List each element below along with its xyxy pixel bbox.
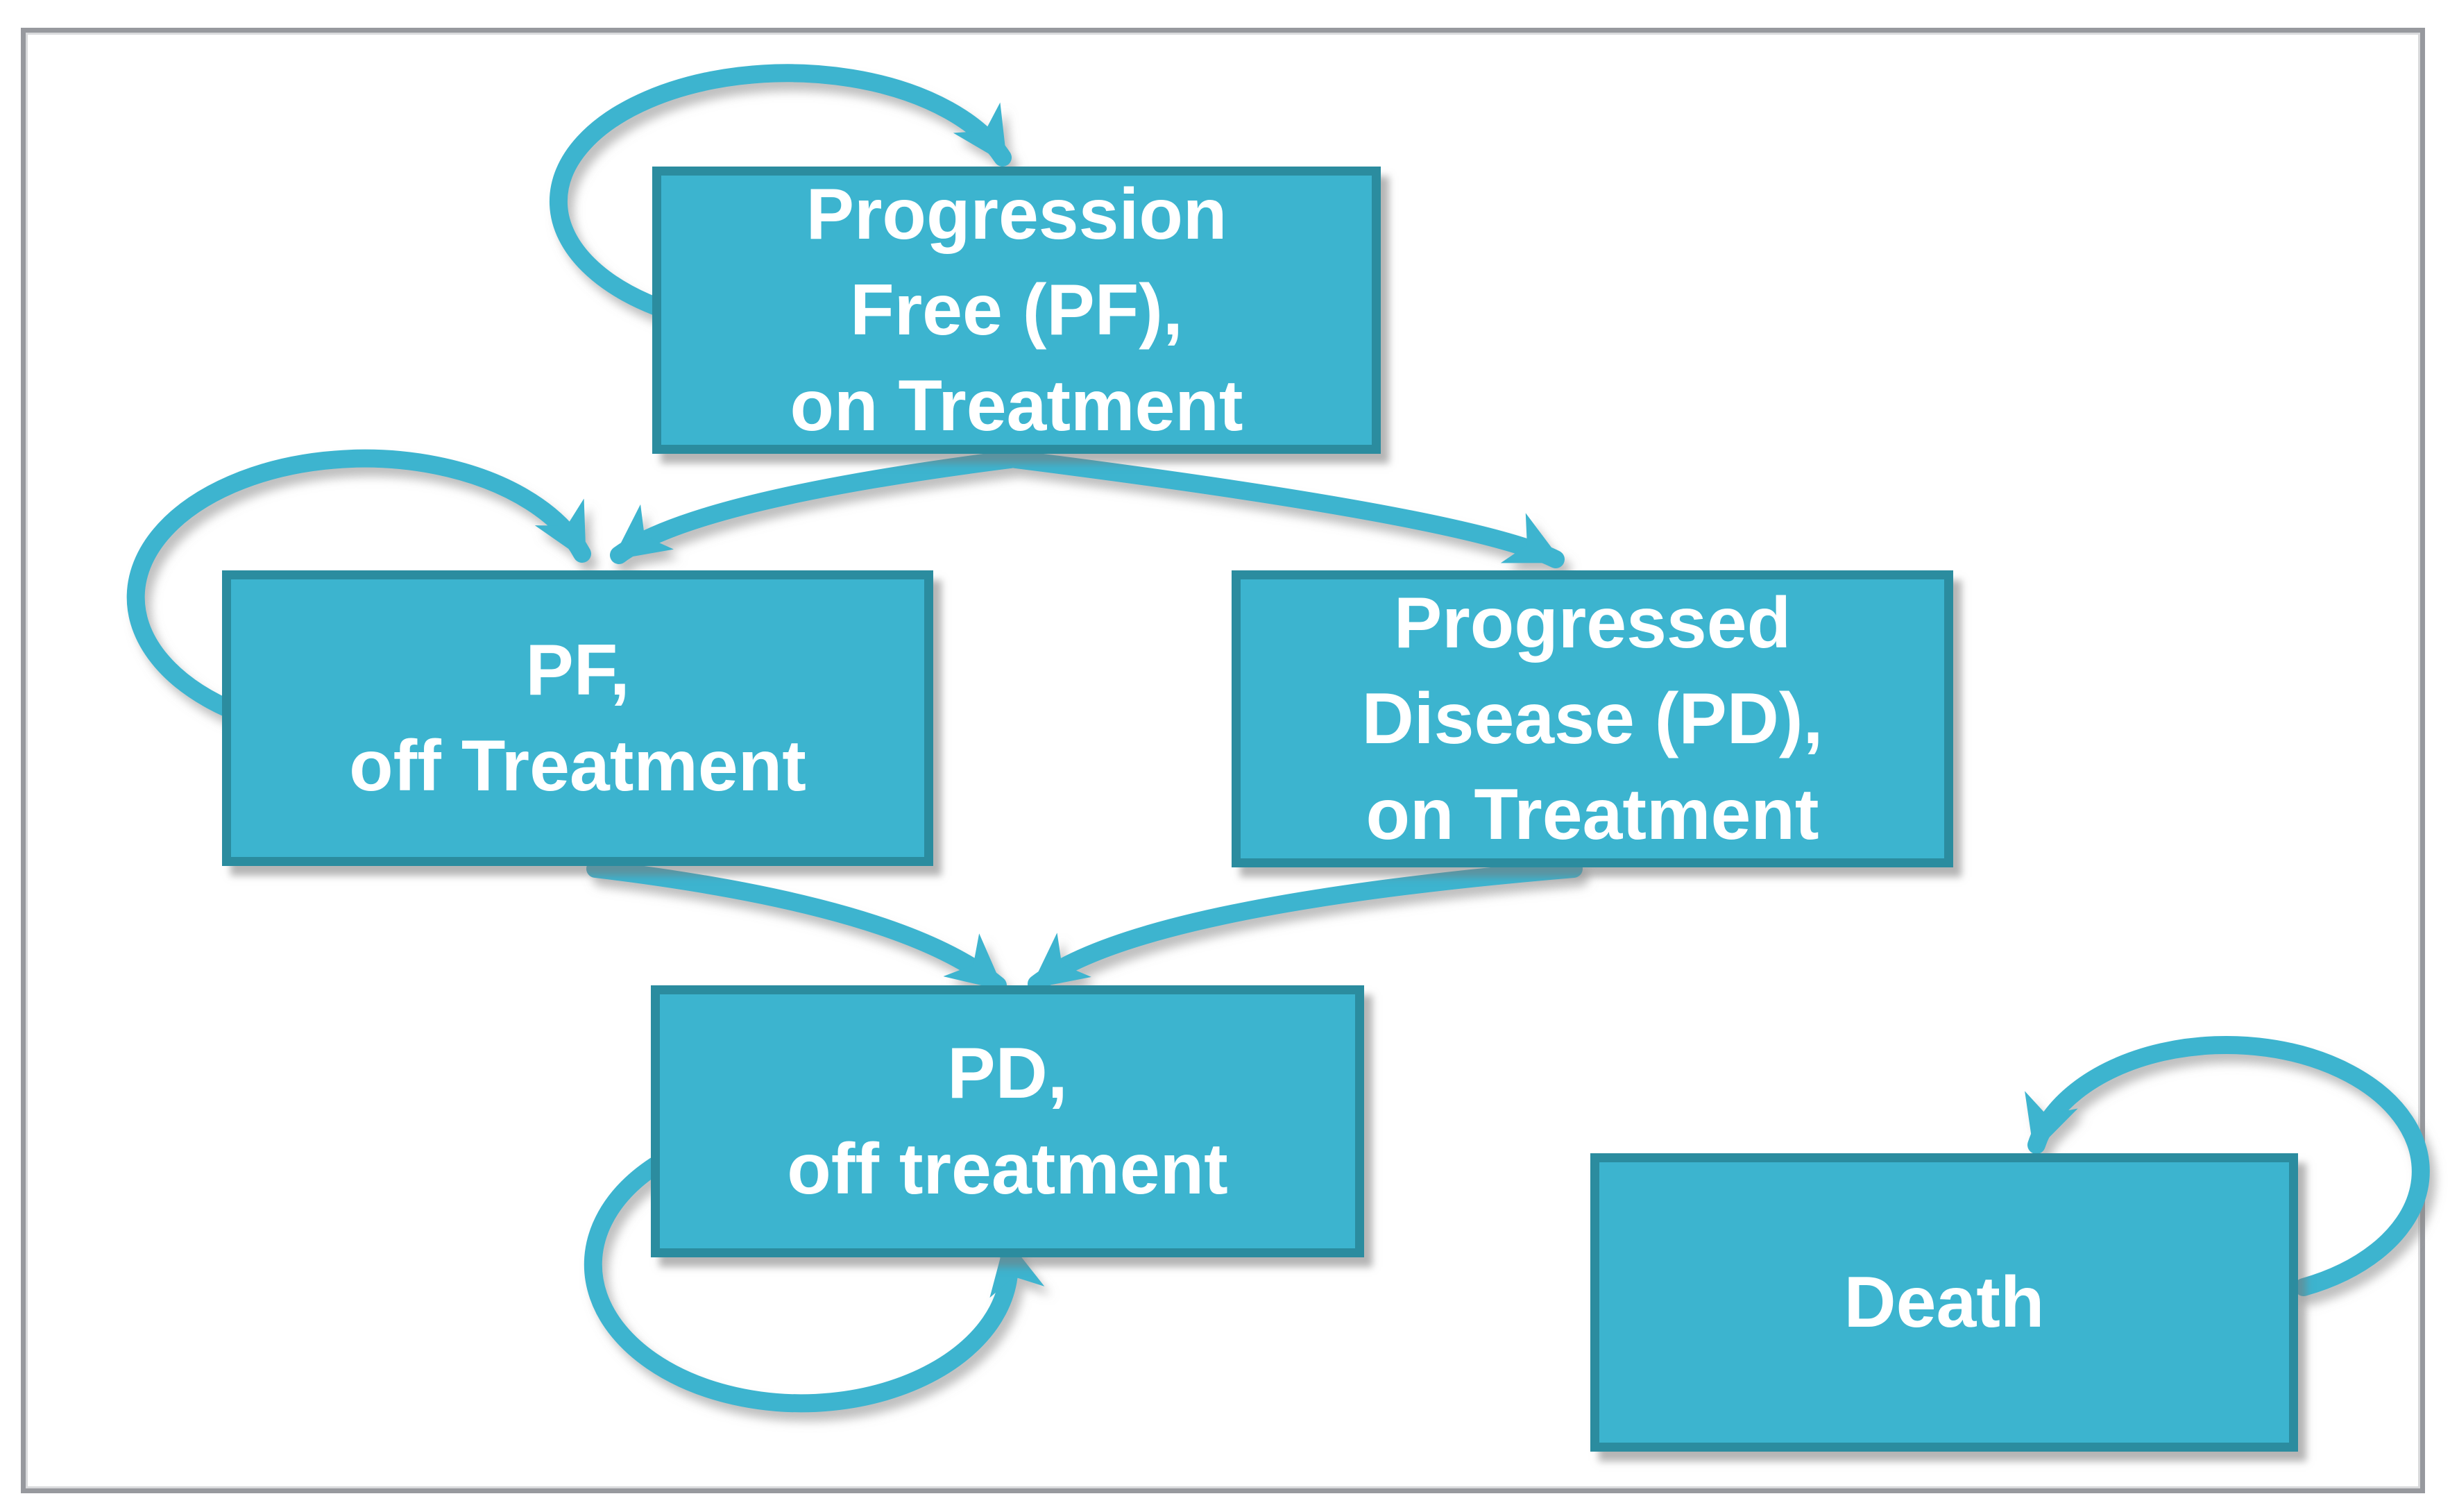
node-label-line: Free (PF), [850, 269, 1183, 350]
node-label: PD, off treatment [787, 1026, 1228, 1218]
node-label-line: on Treatment [1366, 774, 1819, 856]
node-label-line: PD, [947, 1033, 1068, 1114]
node-label: Progression Free (PF), on Treatment [790, 167, 1243, 455]
node-progressed-disease-on-treatment: Progressed Disease (PD), on Treatment [1232, 570, 1953, 867]
node-label-line: off treatment [787, 1129, 1228, 1209]
node-label-line: Death [1844, 1262, 2045, 1343]
node-pd-off-treatment: PD, off treatment [651, 985, 1364, 1257]
node-pf-off-treatment: PF, off Treatment [222, 570, 933, 866]
figure-border-frame [21, 28, 2425, 1493]
node-label-line: off Treatment [349, 726, 806, 806]
node-label: Death [1844, 1255, 2045, 1350]
node-label-line: Disease (PD), [1361, 678, 1823, 759]
node-label: PF, off Treatment [349, 622, 806, 815]
node-label-line: on Treatment [790, 366, 1243, 447]
node-label: Progressed Disease (PD), on Treatment [1362, 575, 1823, 863]
node-label-line: PF, [525, 629, 630, 711]
node-progression-free-on-treatment: Progression Free (PF), on Treatment [652, 167, 1381, 454]
node-label-line: Progressed [1393, 582, 1792, 663]
node-death: Death [1590, 1153, 2298, 1452]
node-label-line: Progression [806, 173, 1227, 255]
